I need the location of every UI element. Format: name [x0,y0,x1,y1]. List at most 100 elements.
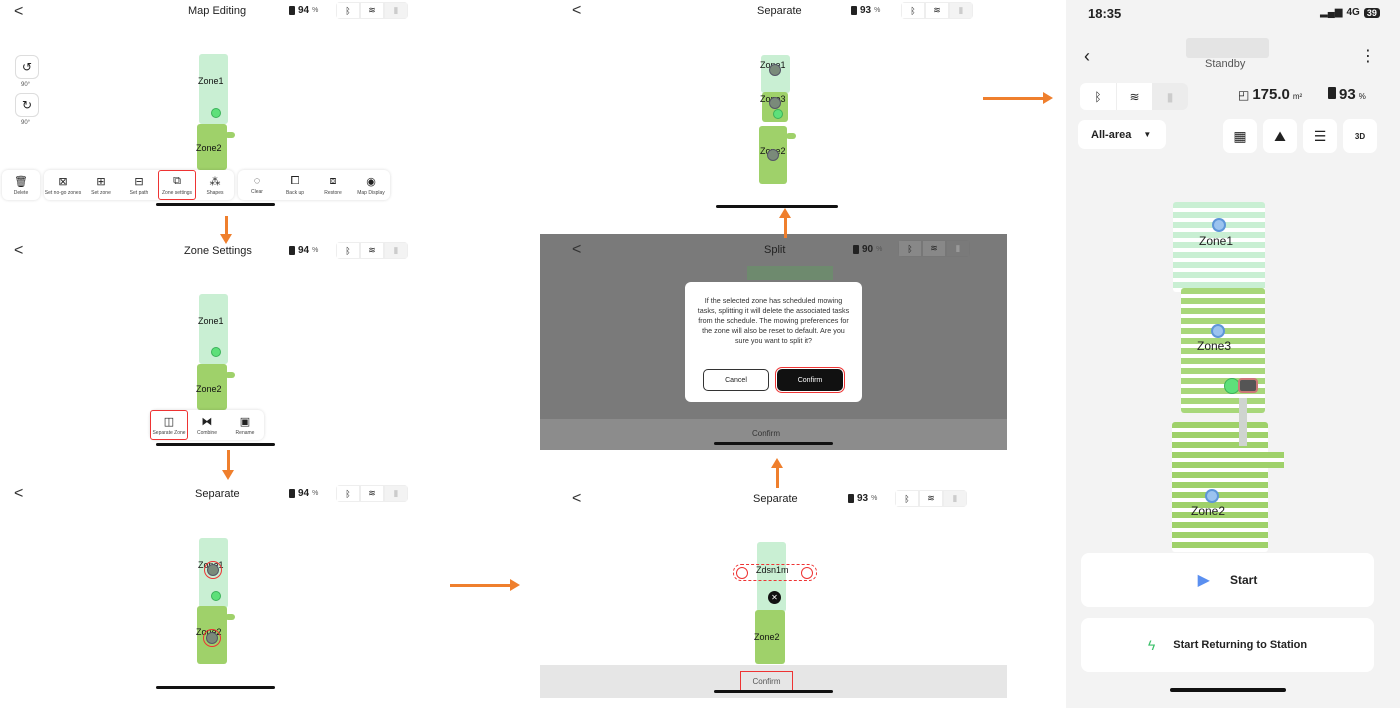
map-display-button[interactable]: ◉Map Display [357,175,385,196]
no-go-icon: ⊠ [58,175,68,188]
wifi-icon[interactable]: ≋ [1116,83,1152,110]
battery-status: 94% [289,488,318,499]
cellular-icon[interactable]: ▮ [943,490,967,507]
backup-button[interactable]: ⧠Back up [285,174,305,196]
start-button[interactable]: ▶ Start [1081,553,1374,607]
no-go-zone-button[interactable]: ⊠Set no-go zones [44,175,82,196]
split-marker-highlight [204,561,222,579]
area-selector[interactable]: All-area▼ [1078,120,1166,149]
wifi-icon[interactable]: ≋ [360,2,384,19]
zone2-notch [225,614,235,620]
delete-button[interactable]: 🗑Delete [13,175,29,196]
restore-icon: ⧈ [329,174,337,187]
chevron-down-icon: ▼ [1143,130,1152,139]
zone-settings-button[interactable]: ⧉Zone settings [158,170,196,200]
separate-zone-button[interactable]: ◫Separate Zone [150,410,188,440]
back-button[interactable]: < [572,2,582,19]
wifi-icon[interactable]: ≋ [360,242,384,259]
cellular-icon[interactable]: ▮ [1152,83,1188,110]
set-zone-button[interactable]: ⊞Set zone [91,175,111,196]
mower-battery: 93% [1328,86,1366,103]
mower-icon [211,347,221,357]
connectivity-pills: ᛒ ≋ ▮ [336,485,408,502]
shapes-button[interactable]: ⁂Shapes [206,175,224,196]
confirm-button[interactable]: Confirm [752,429,781,438]
zone-marker[interactable] [767,149,779,161]
wifi-icon[interactable]: ≋ [360,485,384,502]
zone-label: Zone1 [198,76,224,86]
back-button[interactable]: < [572,490,582,507]
settings-sliders-icon[interactable]: ☰ [1303,119,1337,153]
zone2-area[interactable] [755,610,785,664]
zone-marker-icon[interactable] [1212,218,1226,232]
zone-marker-icon[interactable] [1211,324,1225,338]
wifi-icon[interactable]: ≋ [925,2,949,19]
cellular-icon[interactable]: ▮ [949,2,973,19]
zone-marker[interactable] [769,97,781,109]
split-line[interactable] [733,564,817,581]
combine-icon: ⧓ [201,415,213,428]
rotate-cw-button[interactable]: ↻ [15,93,39,117]
set-path-button[interactable]: ⊟Set path [129,175,149,196]
cellular-icon[interactable]: ▮ [384,242,408,259]
zone-marker[interactable] [769,64,781,76]
zone2-area[interactable] [1172,422,1268,552]
back-button[interactable]: < [572,241,582,258]
page-title: Separate [195,488,240,500]
zone-label: Zone1 [198,316,224,326]
dialog-confirm-button[interactable]: Confirm [775,367,845,393]
zone2-notch [225,372,235,378]
bluetooth-icon[interactable]: ᛒ [336,2,360,19]
cellular-icon[interactable]: ▮ [384,2,408,19]
view-3d-button[interactable]: 3D [1343,119,1377,153]
bluetooth-icon[interactable]: ᛒ [336,485,360,502]
page-title: Map Editing [188,5,247,17]
confirm-button[interactable]: Confirm [740,671,793,691]
wifi-icon[interactable]: ≋ [922,240,946,257]
bluetooth-icon[interactable]: ᛒ [895,490,919,507]
zone-marker-icon[interactable] [1205,489,1219,503]
flow-arrow-up [779,208,791,238]
bluetooth-icon[interactable]: ᛒ [901,2,925,19]
map-icon[interactable]: ⛰ [1263,119,1297,153]
mower-icon [773,109,783,119]
bluetooth-icon[interactable]: ᛒ [336,242,360,259]
split-line-handle[interactable] [736,567,748,579]
rename-button[interactable]: ▣Rename [235,415,255,436]
rotate-label: 90° [21,82,31,88]
battery-status: 94% [289,245,318,256]
back-button[interactable]: < [14,242,24,259]
split-line-handle[interactable] [801,567,813,579]
status-bar-right: ▂▄▆ 4G 39 [1320,7,1380,18]
zone2-area[interactable] [197,124,227,170]
mower-icon [211,108,221,118]
restore-button[interactable]: ⧈Restore [324,174,342,196]
zone1-area[interactable] [1173,202,1265,292]
close-icon[interactable]: ✕ [768,591,781,604]
battery-status: 90% [853,244,882,255]
connectivity-pills: ᛒ ≋ ▮ [901,2,973,19]
rotate-ccw-button[interactable]: ↺ [15,55,39,79]
clear-icon: ◌ [253,175,261,187]
schedule-icon[interactable]: ▦ [1223,119,1257,153]
cellular-icon[interactable]: ▮ [946,240,970,257]
battery-status: 94% [289,5,318,16]
cancel-button[interactable]: Cancel [703,369,769,391]
zone2-area[interactable] [197,364,227,410]
back-button[interactable]: < [14,485,24,502]
eye-icon: ◉ [366,175,376,188]
cellular-icon[interactable]: ▮ [384,485,408,502]
wifi-icon[interactable]: ≋ [919,490,943,507]
combine-button[interactable]: ⧓Combine [196,415,217,436]
bluetooth-icon[interactable]: ᛒ [898,240,922,257]
bluetooth-icon[interactable]: ᛒ [1080,83,1116,110]
more-options-icon[interactable]: ⋮ [1360,48,1376,65]
battery-icon [848,494,854,503]
back-button[interactable]: ‹ [1084,46,1090,66]
return-to-station-button[interactable]: ϟ Start Returning to Station [1081,618,1374,672]
clear-button[interactable]: ◌Clear [251,175,263,195]
signal-icon: ▂▄▆ [1320,7,1343,18]
back-button[interactable]: < [14,3,24,20]
zone-label: Zone2 [1191,504,1226,518]
connectivity-pills: ᛒ ≋ ▮ [898,240,970,257]
